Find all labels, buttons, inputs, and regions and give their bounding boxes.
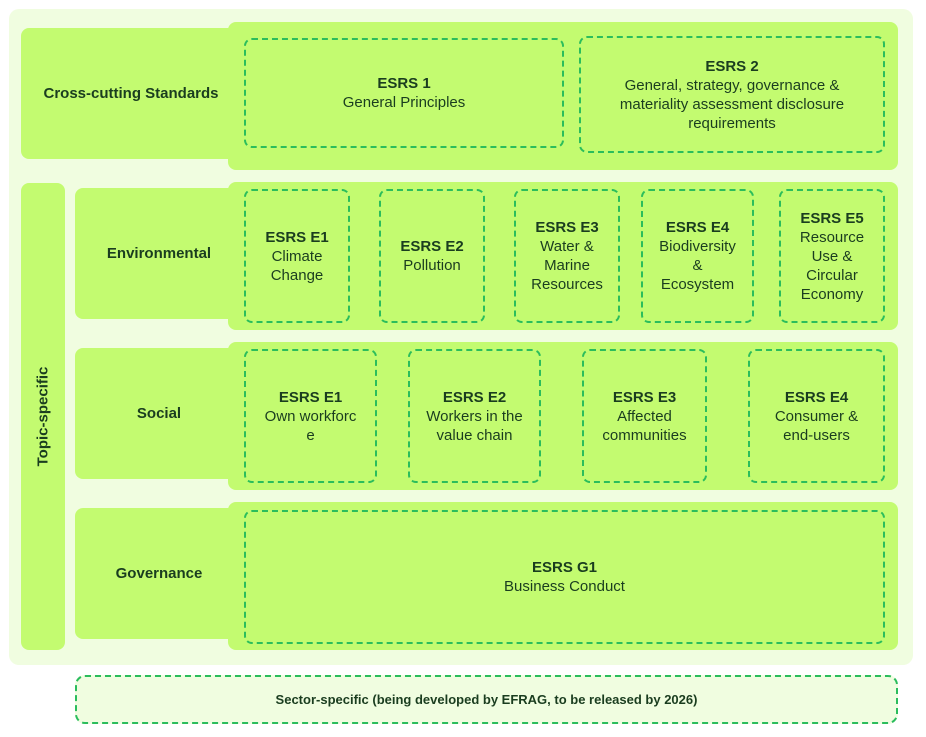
standard-code: ESRS E2 xyxy=(400,238,464,255)
standard-name: Workers in the value chain xyxy=(426,407,523,444)
standard-name: General, strategy, governance & material… xyxy=(619,76,845,132)
standard-code: ESRS E1 xyxy=(278,388,343,406)
cross-cutting-label-block xyxy=(21,28,261,159)
sector-specific-box: Sector-specific (being developed by EFRA… xyxy=(75,675,898,724)
topic-specific-text: Topic-specific xyxy=(34,366,52,467)
standard-name: General Principles xyxy=(342,94,466,111)
standard-name: Affected communities xyxy=(602,407,687,444)
standard-name: Pollution xyxy=(403,257,461,274)
standard-esrs-e1-social: ESRS E1 Own workforc e xyxy=(244,349,377,483)
standard-code: ESRS E1 xyxy=(265,228,329,246)
social-row xyxy=(228,342,898,490)
standard-esrs-e5-env: ESRS E5 Resource Use & Circular Economy xyxy=(779,189,885,323)
governance-row xyxy=(228,502,898,650)
standard-code: ESRS 1 xyxy=(377,75,431,92)
topic-specific-label: Topic-specific xyxy=(21,183,65,650)
governance-label: Governance xyxy=(115,565,203,582)
standard-name: Own workforc e xyxy=(264,407,357,444)
environmental-row xyxy=(228,182,898,330)
standard-code: ESRS E3 xyxy=(535,219,599,236)
standard-esrs-1: ESRS 1 General Principles xyxy=(244,38,564,148)
sector-specific-label: Sector-specific (being developed by EFRA… xyxy=(275,692,698,707)
standard-esrs-e2-env: ESRS E2 Pollution xyxy=(379,189,485,323)
standard-esrs-2: ESRS 2 General, strategy, governance & m… xyxy=(579,36,885,153)
standard-esrs-g1: ESRS G1 Business Conduct xyxy=(244,510,885,644)
standard-name: Consumer & end-users xyxy=(774,407,859,444)
standard-name: Business Conduct xyxy=(504,578,625,595)
standard-name: Water & Marine Resources xyxy=(531,238,603,293)
standard-esrs-e4-env: ESRS E4 Biodiversity & Ecosystem xyxy=(641,189,754,323)
environmental-label: Environmental xyxy=(106,245,212,262)
standard-code: ESRS E4 xyxy=(784,388,849,406)
standard-code: ESRS E3 xyxy=(612,388,677,406)
standard-esrs-e1-env: ESRS E1 Climate Change xyxy=(244,189,350,323)
standard-code: ESRS E4 xyxy=(665,219,730,236)
standard-name: Biodiversity & Ecosystem xyxy=(659,238,736,293)
standard-esrs-e3-social: ESRS E3 Affected communities xyxy=(582,349,707,483)
standard-code: ESRS 2 xyxy=(705,57,759,75)
social-label: Social xyxy=(136,405,182,422)
standard-esrs-e4-social: ESRS E4 Consumer & end-users xyxy=(748,349,885,483)
cross-cutting-label: Cross-cutting Standards xyxy=(43,85,219,102)
standard-esrs-e3-env: ESRS E3 Water & Marine Resources xyxy=(514,189,620,323)
standard-code: ESRS E2 xyxy=(442,388,507,406)
standard-name: Climate Change xyxy=(270,247,324,284)
standard-name: Resource Use & Circular Economy xyxy=(799,228,865,303)
standard-esrs-e2-social: ESRS E2 Workers in the value chain xyxy=(408,349,541,483)
standard-code: ESRS E5 xyxy=(800,209,864,227)
standard-code: ESRS G1 xyxy=(531,559,598,576)
